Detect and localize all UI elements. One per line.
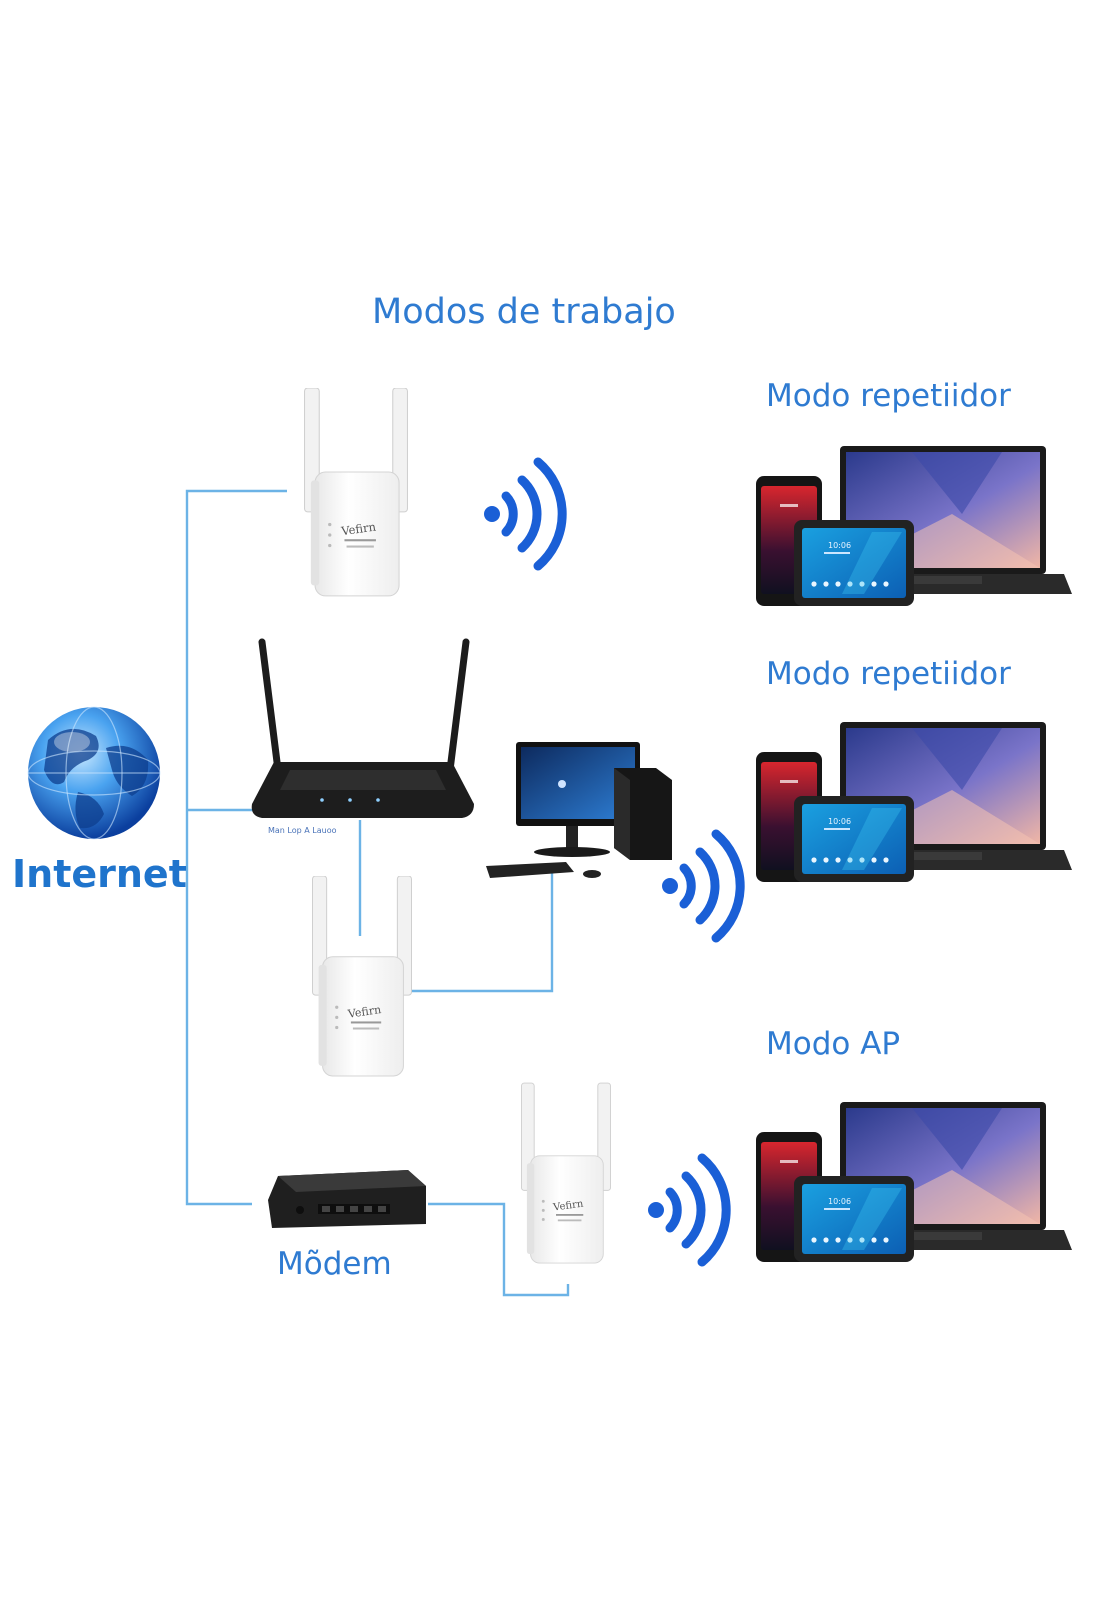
internet-label: Internet	[12, 852, 187, 896]
client-devices-laptop-tablet-smartphone-icon	[756, 722, 1072, 882]
modem-icon	[268, 1170, 426, 1228]
wifi-signal-icon	[648, 1158, 726, 1262]
wifi-signal-icon	[662, 834, 740, 938]
modem-label: Mõdem	[277, 1246, 392, 1282]
mode-label-1: Modo repetiidor	[766, 378, 1011, 414]
client-devices-laptop-tablet-smartphone-icon	[756, 446, 1072, 606]
repeater-icon	[520, 1082, 612, 1264]
mode-label-3: Modo AP	[766, 1026, 901, 1062]
globe-icon	[27, 706, 161, 840]
mode-label-2: Modo repetiidor	[766, 656, 1011, 692]
router-caption: Man Lop A Lauoo	[268, 826, 337, 835]
client-devices-laptop-tablet-smartphone-icon	[756, 1102, 1072, 1262]
repeater-icon	[304, 388, 408, 597]
router-icon	[251, 638, 474, 818]
repeater-icon	[311, 876, 413, 1077]
wifi-signal-icon	[484, 462, 562, 566]
desktop-pc-icon	[486, 742, 672, 878]
connection-lines	[185, 489, 570, 1297]
diagram-title: Modos de trabajo	[372, 292, 676, 332]
